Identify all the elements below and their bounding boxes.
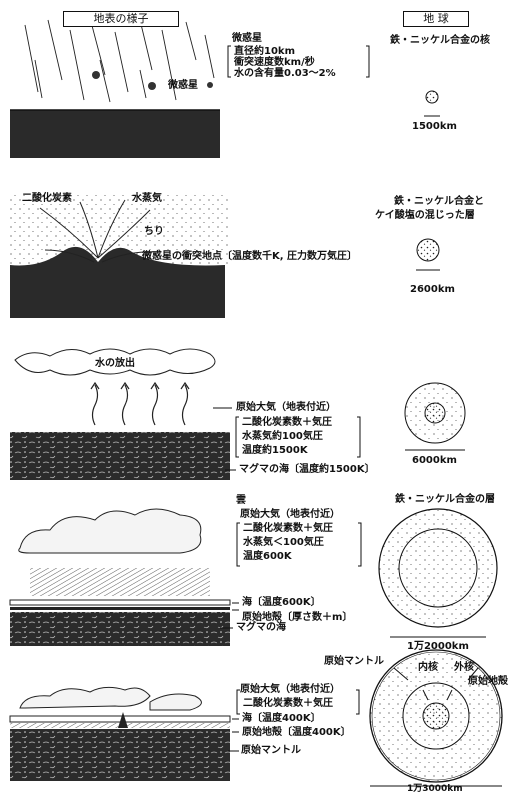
earth1-core: [425, 90, 439, 104]
earth5-outer-core: 外核: [454, 662, 474, 673]
stage1-meteors: [24, 17, 215, 103]
earth5-inner-core: 内核: [418, 662, 438, 673]
stage5-sea: 海〔温度400K〕: [242, 713, 321, 724]
earth2-scale: 2600km: [410, 284, 455, 295]
stage4-cloud: [18, 508, 202, 554]
stage1-detail-1: 衝突速度数km/秒: [234, 57, 315, 68]
stage2-plumes: [39, 199, 161, 263]
stage3-detail-0: 二酸化炭素数＋気圧: [242, 417, 332, 428]
stage4-detail-2: 温度600K: [243, 551, 292, 562]
stage5-mantle: [10, 729, 230, 781]
stage1-detail-2: 水の含有量0.03～2%: [234, 68, 336, 79]
stage1-detail-0: 直径約10km: [234, 46, 295, 57]
stage3-detail-1: 水蒸気約100気圧: [242, 431, 323, 442]
stage4-detail-1: 水蒸気＜100気圧: [243, 537, 324, 548]
header-surface: 地表の様子: [63, 11, 179, 27]
stage2-dust: ちり: [144, 226, 164, 237]
stage4-sea: [9, 599, 231, 606]
earth2-label-2: ケイ酸塩の混じった層: [375, 210, 475, 221]
stage3-magma-sea: [10, 432, 230, 480]
stage4-magma: マグマの海: [236, 622, 286, 633]
stage2-crater: [10, 246, 225, 318]
earth1-label: 鉄・ニッケル合金の核: [390, 35, 490, 46]
earth5-crust: 原始地殻: [468, 676, 508, 687]
stage5-cloud: [19, 686, 151, 709]
stage4-crust: [10, 607, 230, 610]
stage5-detail-0: 二酸化炭素数＋気圧: [243, 698, 333, 709]
earth5-mantle: 原始マントル: [324, 656, 384, 667]
stage1-meteor-bodies: [92, 71, 213, 90]
stage5-sea: [9, 715, 231, 723]
stage4-cloud-label: 雲: [236, 495, 246, 506]
stage3-cloud: [14, 348, 216, 376]
stage4-atmos: 原始大気（地表付近）: [240, 509, 340, 520]
earth1-scale: 1500km: [412, 121, 457, 132]
stage3-detail-2: 温度約1500K: [242, 445, 308, 456]
stage4-sea: 海〔温度600K〕: [242, 597, 321, 608]
earth2-label-1: 鉄・ニッケル合金と: [394, 196, 484, 207]
stage5-mantle: 原始マントル: [241, 745, 301, 756]
stage5-atmos: 原始大気（地表付近）: [240, 684, 340, 695]
earth4-scale: 1万2000km: [407, 641, 469, 652]
earth4-label: 鉄・ニッケル合金の層: [395, 494, 495, 505]
stage5-crust: 原始地殻〔温度400K〕: [242, 727, 351, 738]
stage1-inline-label: 微惑星: [168, 80, 198, 91]
stage1-ground: [10, 110, 220, 158]
stage3-atmos: 原始大気（地表付近）: [236, 402, 336, 413]
stage4-detail-0: 二酸化炭素数＋気圧: [243, 523, 333, 534]
stage3-arrows: [90, 381, 190, 426]
stage4-rain: [30, 568, 210, 596]
earth5-scale: 1万3000km: [407, 784, 463, 794]
stage4-magma-sea: [10, 612, 230, 646]
stage2-co2: 二酸化炭素: [22, 193, 72, 204]
stage4-crust: 原始地殻〔厚さ数＋m〕: [242, 612, 353, 623]
stage2-vapor: 水蒸気: [132, 193, 162, 204]
stage2-impact: 微惑星の衝突地点〔温度数千K, 圧力数万気圧〕: [142, 251, 358, 262]
earth3-scale: 6000km: [412, 455, 457, 466]
stage1-label: 微惑星: [232, 33, 262, 44]
stage3-magma: マグマの海〔温度約1500K〕: [239, 464, 375, 475]
header-earth: 地 球: [403, 11, 469, 27]
stage3-release: 水の放出: [95, 358, 135, 369]
